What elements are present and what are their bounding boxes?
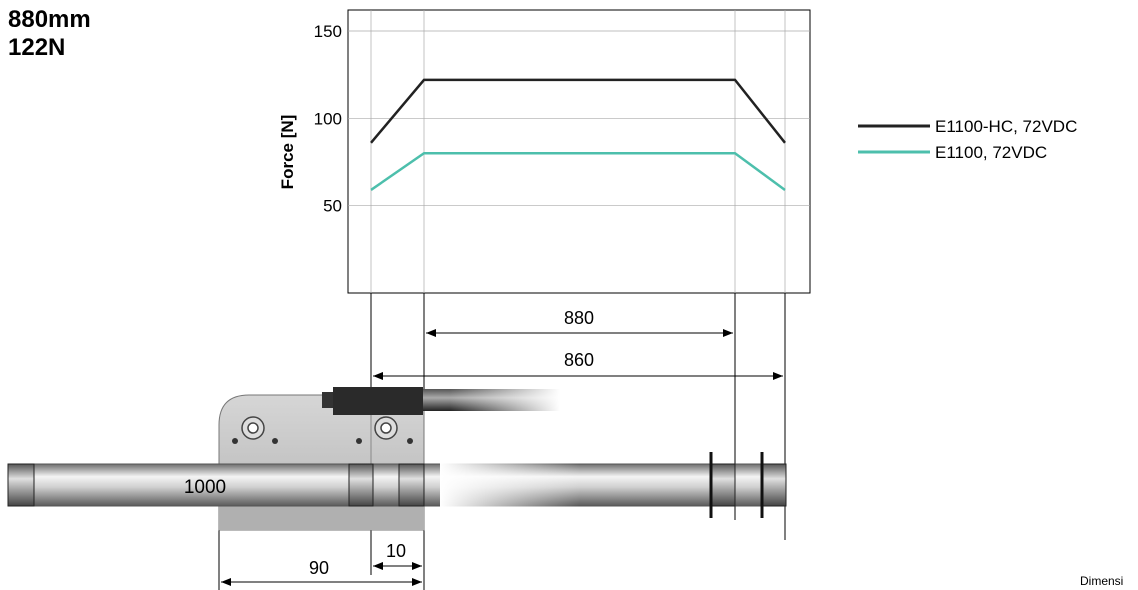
screw-hole-right (374, 416, 398, 440)
dimension-clamp-offset: 10 (373, 541, 422, 570)
rod-end-cap-left (7, 463, 35, 507)
series-line-e1100-hc (370, 78, 786, 144)
force-heading: 122N (8, 34, 66, 61)
legend-label-e1100: E1100, 72VDC (935, 143, 1047, 162)
y-axis-label: Force [N] (278, 115, 297, 190)
stroke-heading: 880mm (8, 6, 91, 33)
rod-fade (440, 458, 580, 512)
stator-rod (7, 463, 787, 507)
dimension-span: 860 (373, 350, 783, 380)
slider-end-cap (710, 463, 736, 507)
actuator-drawing: 1000 (7, 386, 787, 531)
legend-label-e1100-hc: E1100-HC, 72VDC (935, 117, 1077, 136)
screw-hole-left (241, 416, 265, 440)
y-axis-ticks: 50 100 150 (314, 22, 342, 216)
connector-stub (322, 392, 334, 408)
dimension-flange-width: 90 (221, 558, 422, 586)
dim-label-90: 90 (309, 558, 329, 578)
footer-note: Dimensi (1080, 574, 1124, 588)
dim-label-880: 880 (564, 308, 594, 328)
dimension-stroke: 880 (426, 308, 733, 337)
pin-hole (272, 438, 278, 444)
connector (333, 387, 423, 415)
pin-hole (407, 438, 413, 444)
dim-label-860: 860 (564, 350, 594, 370)
y-tick-label: 50 (323, 197, 342, 216)
slider-end-cap (761, 463, 787, 507)
series-line-e1100 (370, 152, 786, 191)
pin-hole (356, 438, 362, 444)
plate-lower-band (219, 505, 424, 530)
pin-hole (232, 438, 238, 444)
cable-fade (450, 386, 560, 414)
force-chart: 50 100 150 Force [N] (278, 9, 811, 294)
clamp-block (398, 463, 425, 507)
y-tick-label: 100 (314, 109, 342, 128)
plot-frame (347, 9, 811, 294)
rod-label: 1000 (184, 477, 226, 498)
y-tick-label: 150 (314, 22, 342, 41)
grid-lines (348, 10, 810, 293)
legend: E1100-HC, 72VDC E1100, 72VDC (858, 117, 1077, 162)
series-lines (370, 78, 786, 191)
clamp-block (348, 463, 374, 507)
dim-label-10: 10 (386, 541, 406, 561)
